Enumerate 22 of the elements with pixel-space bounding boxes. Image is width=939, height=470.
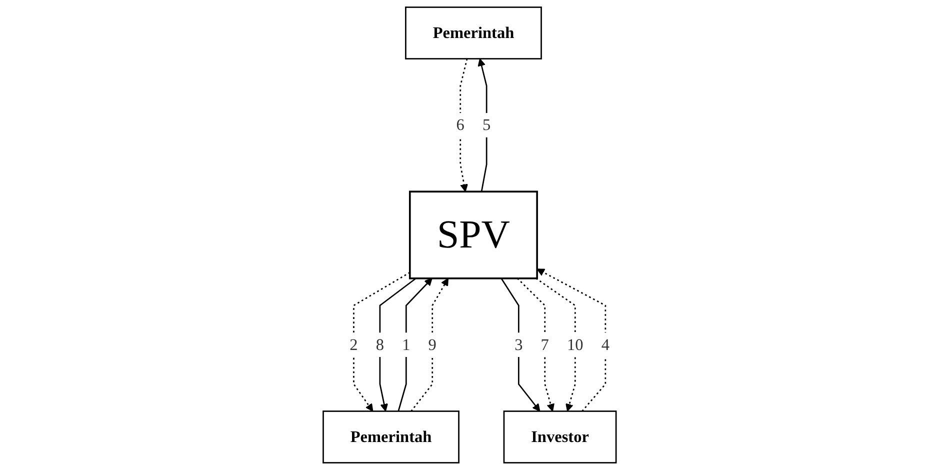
node-box: Investor [503, 410, 617, 464]
edge-label: 1 [402, 335, 410, 354]
edge-label: 6 [456, 116, 464, 134]
edge-label: 8 [376, 335, 384, 354]
edge-label: 10 [566, 335, 584, 354]
edge-label: 5 [482, 116, 491, 134]
arrow [500, 278, 540, 412]
arrow [536, 268, 606, 412]
node-box: SPV [408, 190, 538, 280]
arrow [410, 278, 448, 412]
arrow [536, 278, 576, 412]
edge-label: 3 [514, 335, 523, 354]
edge-label: 4 [601, 335, 610, 354]
arrow [379, 278, 416, 412]
arrow [516, 278, 554, 412]
edge-label: 7 [540, 335, 549, 354]
arrow [352, 272, 410, 412]
edge-label: 9 [428, 335, 436, 354]
edge-label: 2 [350, 335, 358, 354]
arrow [398, 278, 432, 412]
node-box: Pemerintah [322, 410, 460, 464]
node-box: Pemerintah [404, 6, 542, 60]
